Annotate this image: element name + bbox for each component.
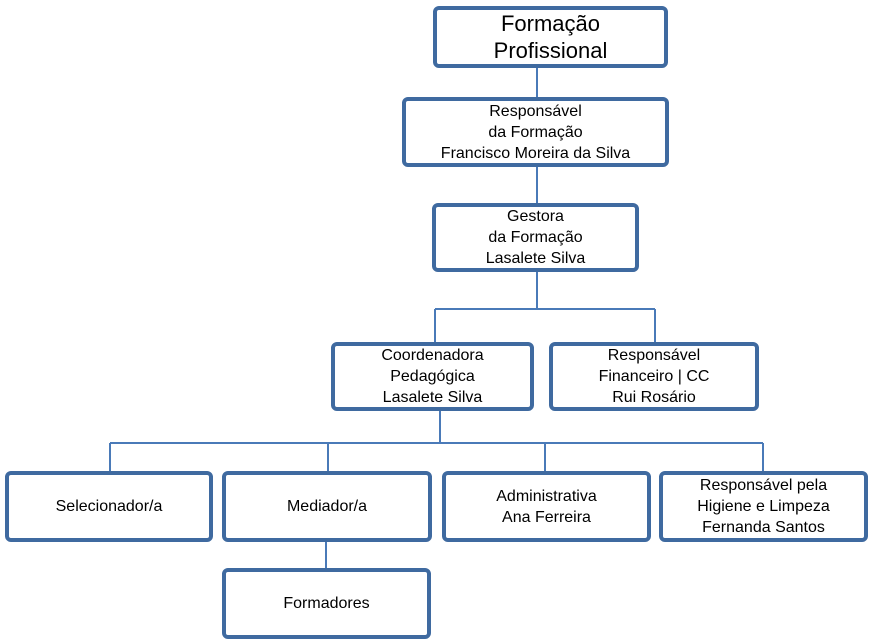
node-text-line: Coordenadora	[381, 347, 484, 364]
node-text-line: Lasalete Silva	[485, 250, 586, 267]
node-text-line: Responsável	[489, 102, 582, 120]
node-text-line: Higiene e Limpeza	[697, 498, 830, 515]
node-text-line: da Formação	[488, 123, 583, 141]
node-text-line: Gestora	[507, 208, 564, 225]
node-text-line: da Formação	[488, 229, 583, 246]
node-text-line: Formadores	[283, 595, 370, 612]
node-text-line: Financeiro | CC	[598, 368, 710, 385]
node-text-line: Administrativa	[496, 487, 597, 505]
node-text-line: Responsável pela	[699, 477, 828, 494]
node-text-line: Francisco Moreira da Silva	[440, 144, 631, 162]
node-selecionador: Selecionador/a	[5, 471, 213, 542]
node-text-line: Rui Rosário	[612, 389, 696, 406]
node-text-line: Ana Ferreira	[502, 508, 591, 526]
node-text-line: Formação	[500, 11, 601, 36]
node-text-line: Pedagógica	[390, 368, 475, 385]
node-mediador: Mediador/a	[222, 471, 432, 542]
node-text-line: Mediador/a	[286, 498, 368, 515]
node-text-line: Profissional	[493, 38, 608, 63]
node-text-line: Selecionador/a	[55, 498, 163, 515]
node-text-line: Responsável	[607, 347, 701, 364]
node-text-line: Lasalete Silva	[382, 389, 483, 406]
node-text-line: Fernanda Santos	[702, 519, 825, 536]
node-formadores: Formadores	[222, 568, 431, 639]
